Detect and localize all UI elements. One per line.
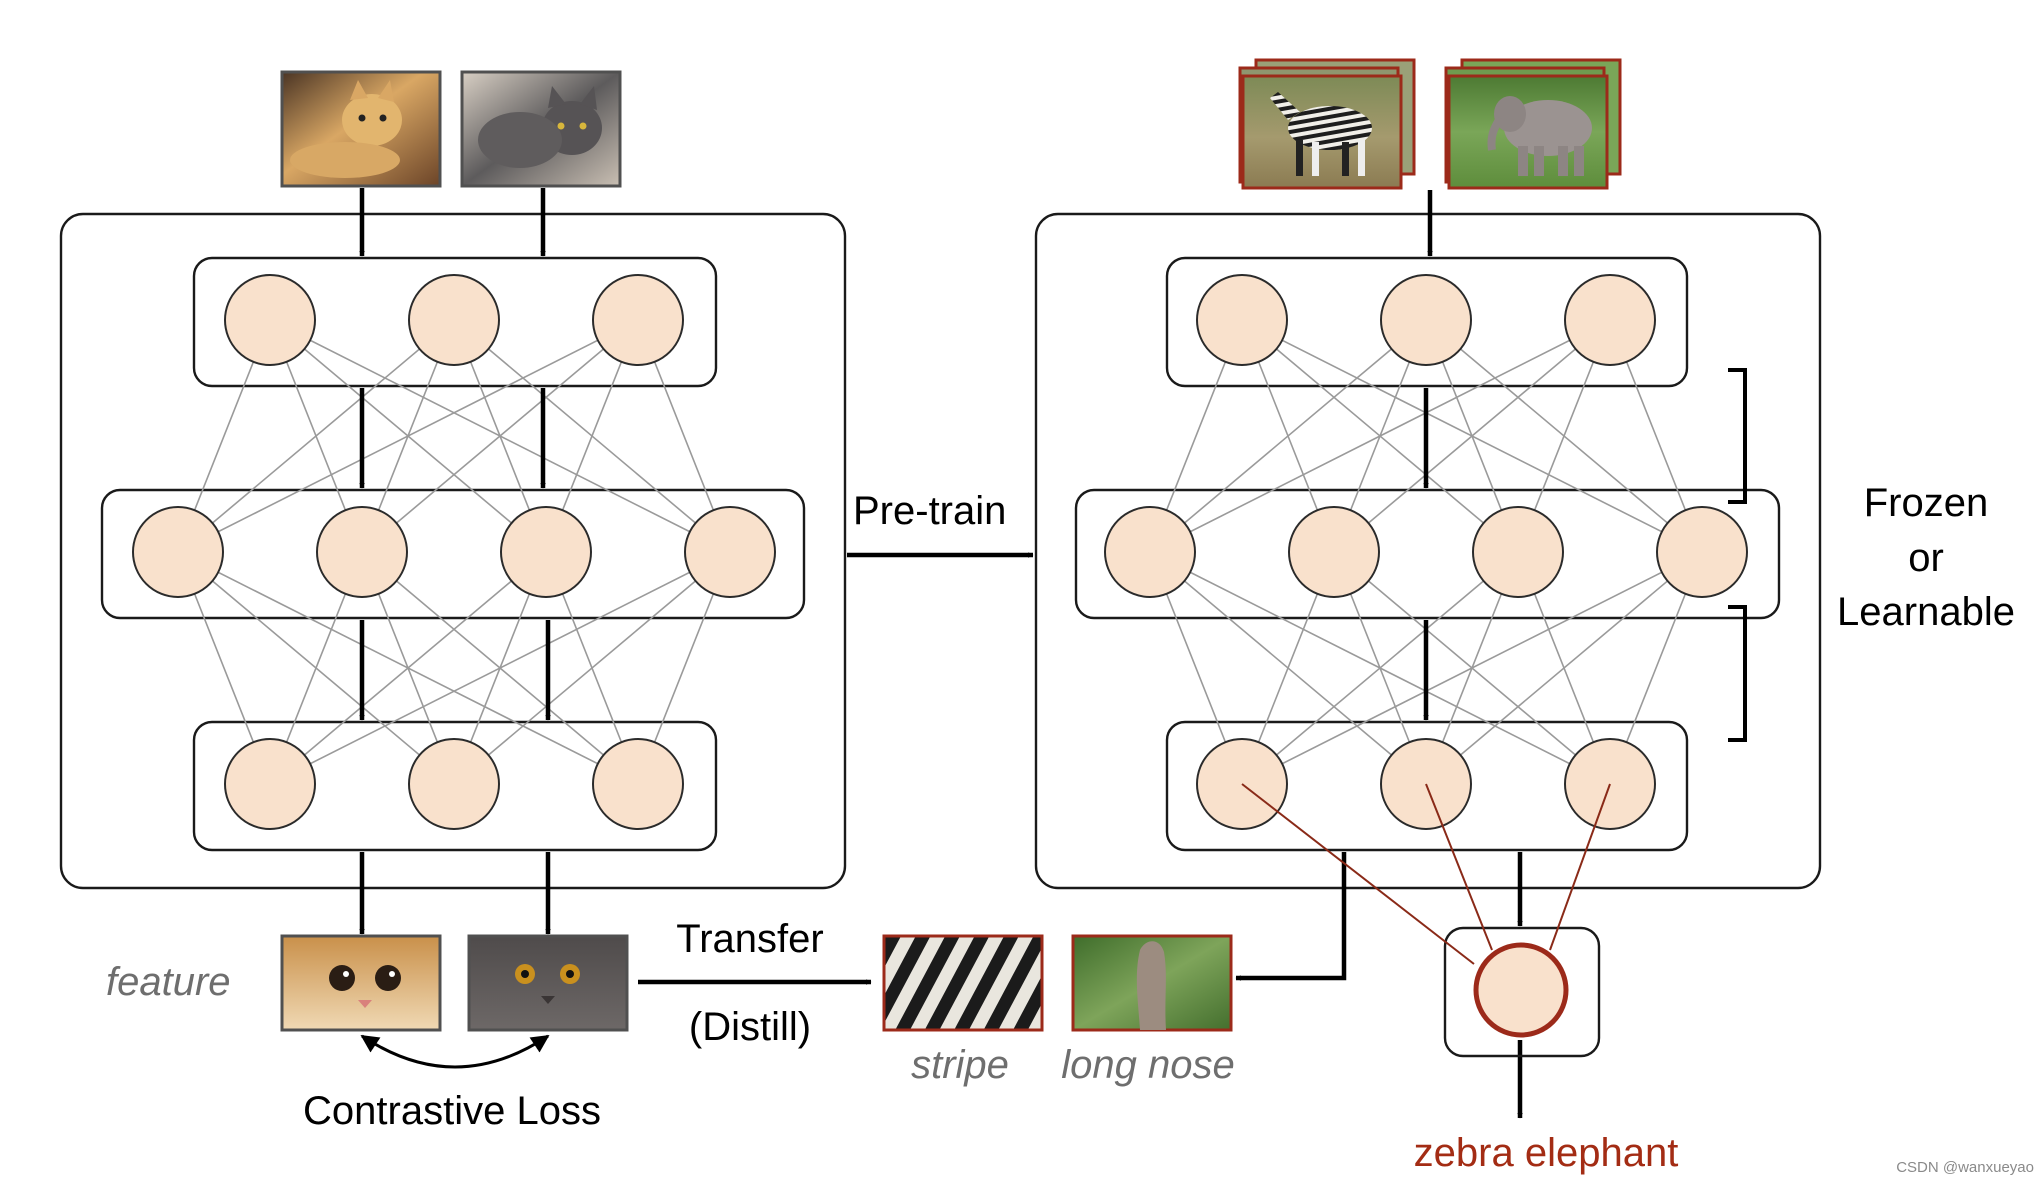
left-node-layer1-2	[408, 274, 500, 366]
left-node-layer1-3	[592, 274, 684, 366]
output-link-2	[1425, 783, 1493, 951]
right-node-layer1-1	[1196, 274, 1288, 366]
left-node-layer2-4	[684, 506, 776, 598]
right-layer3-box	[1165, 720, 1689, 852]
left-connection-l2-3-1	[269, 551, 547, 785]
right-layer1-box	[1165, 256, 1689, 388]
left-connections	[177, 319, 731, 785]
stripe-label: stripe	[911, 1043, 1009, 1087]
left-connection-l2-4-1	[269, 551, 731, 785]
bracket-lower	[1728, 605, 1747, 742]
output-link-1	[1241, 783, 1475, 965]
right-node-layer1-3	[1564, 274, 1656, 366]
input-image-orange-cat	[280, 70, 442, 188]
feature-image-long-nose	[1071, 934, 1233, 1032]
input-image-zebra	[1238, 58, 1416, 190]
left-layer2-box	[100, 488, 806, 620]
left-network-frame	[59, 212, 847, 890]
output-node	[1473, 942, 1569, 1038]
bracket-upper	[1728, 368, 1747, 504]
left-node-layer2-1	[132, 506, 224, 598]
right-node-layer2-1	[1104, 506, 1196, 598]
frozen-label-line3: Learnable	[1837, 590, 2015, 634]
left-node-layer3-3	[592, 738, 684, 830]
pretrain-label: Pre-train	[853, 489, 1006, 533]
right-connection-l2-4-1	[1241, 551, 1703, 785]
right-connection-l1-2-1	[1149, 319, 1427, 553]
transfer-label: Transfer	[676, 917, 823, 961]
frozen-label-line1: Frozen	[1864, 481, 1989, 525]
right-node-layer2-4	[1656, 506, 1748, 598]
feature-label: feature	[106, 960, 231, 1004]
left-node-layer3-1	[224, 738, 316, 830]
right-layer2-box	[1074, 488, 1781, 620]
left-connection-l1-2-1	[177, 319, 455, 553]
feature-image-grey-cat	[467, 934, 629, 1032]
contrastive-loss-label: Contrastive Loss	[303, 1089, 601, 1133]
contrastive-loss-arrow	[360, 1034, 550, 1069]
output-link-3	[1549, 783, 1611, 951]
left-node-layer2-2	[316, 506, 408, 598]
left-node-layer2-3	[500, 506, 592, 598]
right-connection-l1-3-2	[1333, 319, 1611, 553]
feature-image-stripe	[882, 934, 1044, 1032]
feature-image-orange-cat	[280, 934, 442, 1032]
frozen-label-line2: or	[1908, 536, 1944, 580]
right-connection-l1-3-1	[1149, 319, 1611, 553]
left-connection-l1-3-2	[361, 319, 639, 553]
left-node-layer1-1	[224, 274, 316, 366]
output-box	[1443, 926, 1601, 1058]
right-node-layer1-2	[1380, 274, 1472, 366]
right-nodes	[1104, 274, 1748, 830]
flow-arrows	[359, 188, 1523, 1119]
right-connection-l2-4-2	[1425, 551, 1703, 785]
left-layer3-box	[192, 720, 718, 852]
left-node-layer3-2	[408, 738, 500, 830]
left-nodes	[132, 274, 776, 830]
input-image-elephant	[1444, 58, 1622, 190]
watermark: CSDN @wanxueyao	[1896, 1159, 2034, 1176]
left-connection-l2-4-2	[453, 551, 731, 785]
left-layer1-box	[192, 256, 718, 388]
right-connection-l2-3-1	[1241, 551, 1519, 785]
right-node-layer2-2	[1288, 506, 1380, 598]
distill-label: (Distill)	[689, 1005, 811, 1049]
right-node-layer2-3	[1472, 506, 1564, 598]
output-label: zebra elephant	[1414, 1131, 1679, 1175]
left-connection-l1-3-1	[177, 319, 639, 553]
input-image-grey-cat	[460, 70, 622, 188]
long-nose-label: long nose	[1061, 1043, 1234, 1087]
